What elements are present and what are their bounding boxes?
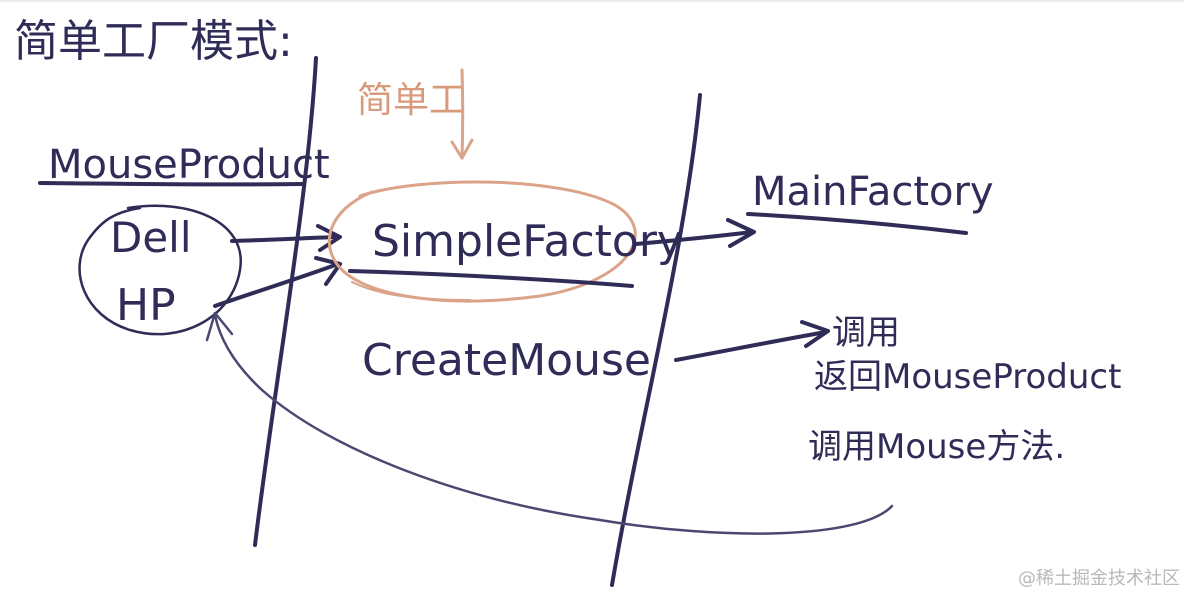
annotation-arrow-head [450,138,474,160]
return-curve-head [205,311,234,342]
annotation-label: 简单工 [357,80,465,121]
arrow-main-head [726,218,756,248]
product-item-hp: HP [116,280,176,331]
return-curve [213,313,894,535]
product-item-dell: Dell [110,213,192,262]
annotation-arrow-shaft [460,68,465,160]
products-ellipse [78,204,242,336]
main-factory-header: MainFactory [752,169,994,215]
note-call: 调用 [832,313,900,353]
main-factory-underline [746,212,968,235]
divider-line-left [253,56,318,547]
note-return: 返回MouseProduct [814,357,1121,397]
factory-label: SimpleFactory [372,216,683,267]
factory-underline [348,269,634,288]
arrow-hp-to-factory [213,262,340,308]
arrow-dell-head [316,224,342,252]
mouse-product-underline [38,181,304,187]
mouse-product-header: MouseProduct [48,142,330,188]
page-title: 简单工厂模式: [14,16,293,67]
arrow-call-head [800,320,830,348]
factory-ellipse-tail [351,281,471,301]
note-call-methods: 调用Mouse方法. [808,427,1065,467]
create-mouse-label: CreateMouse [362,335,651,386]
factory-ellipse [327,180,637,303]
arrow-hp-head [314,256,342,286]
divider-line-right [610,93,702,587]
arrow-dell-to-factory [230,235,340,243]
watermark: @稀土掘金技术社区 [1018,568,1180,589]
arrow-create-to-call [674,330,828,362]
arrow-factory-to-main [634,230,754,246]
